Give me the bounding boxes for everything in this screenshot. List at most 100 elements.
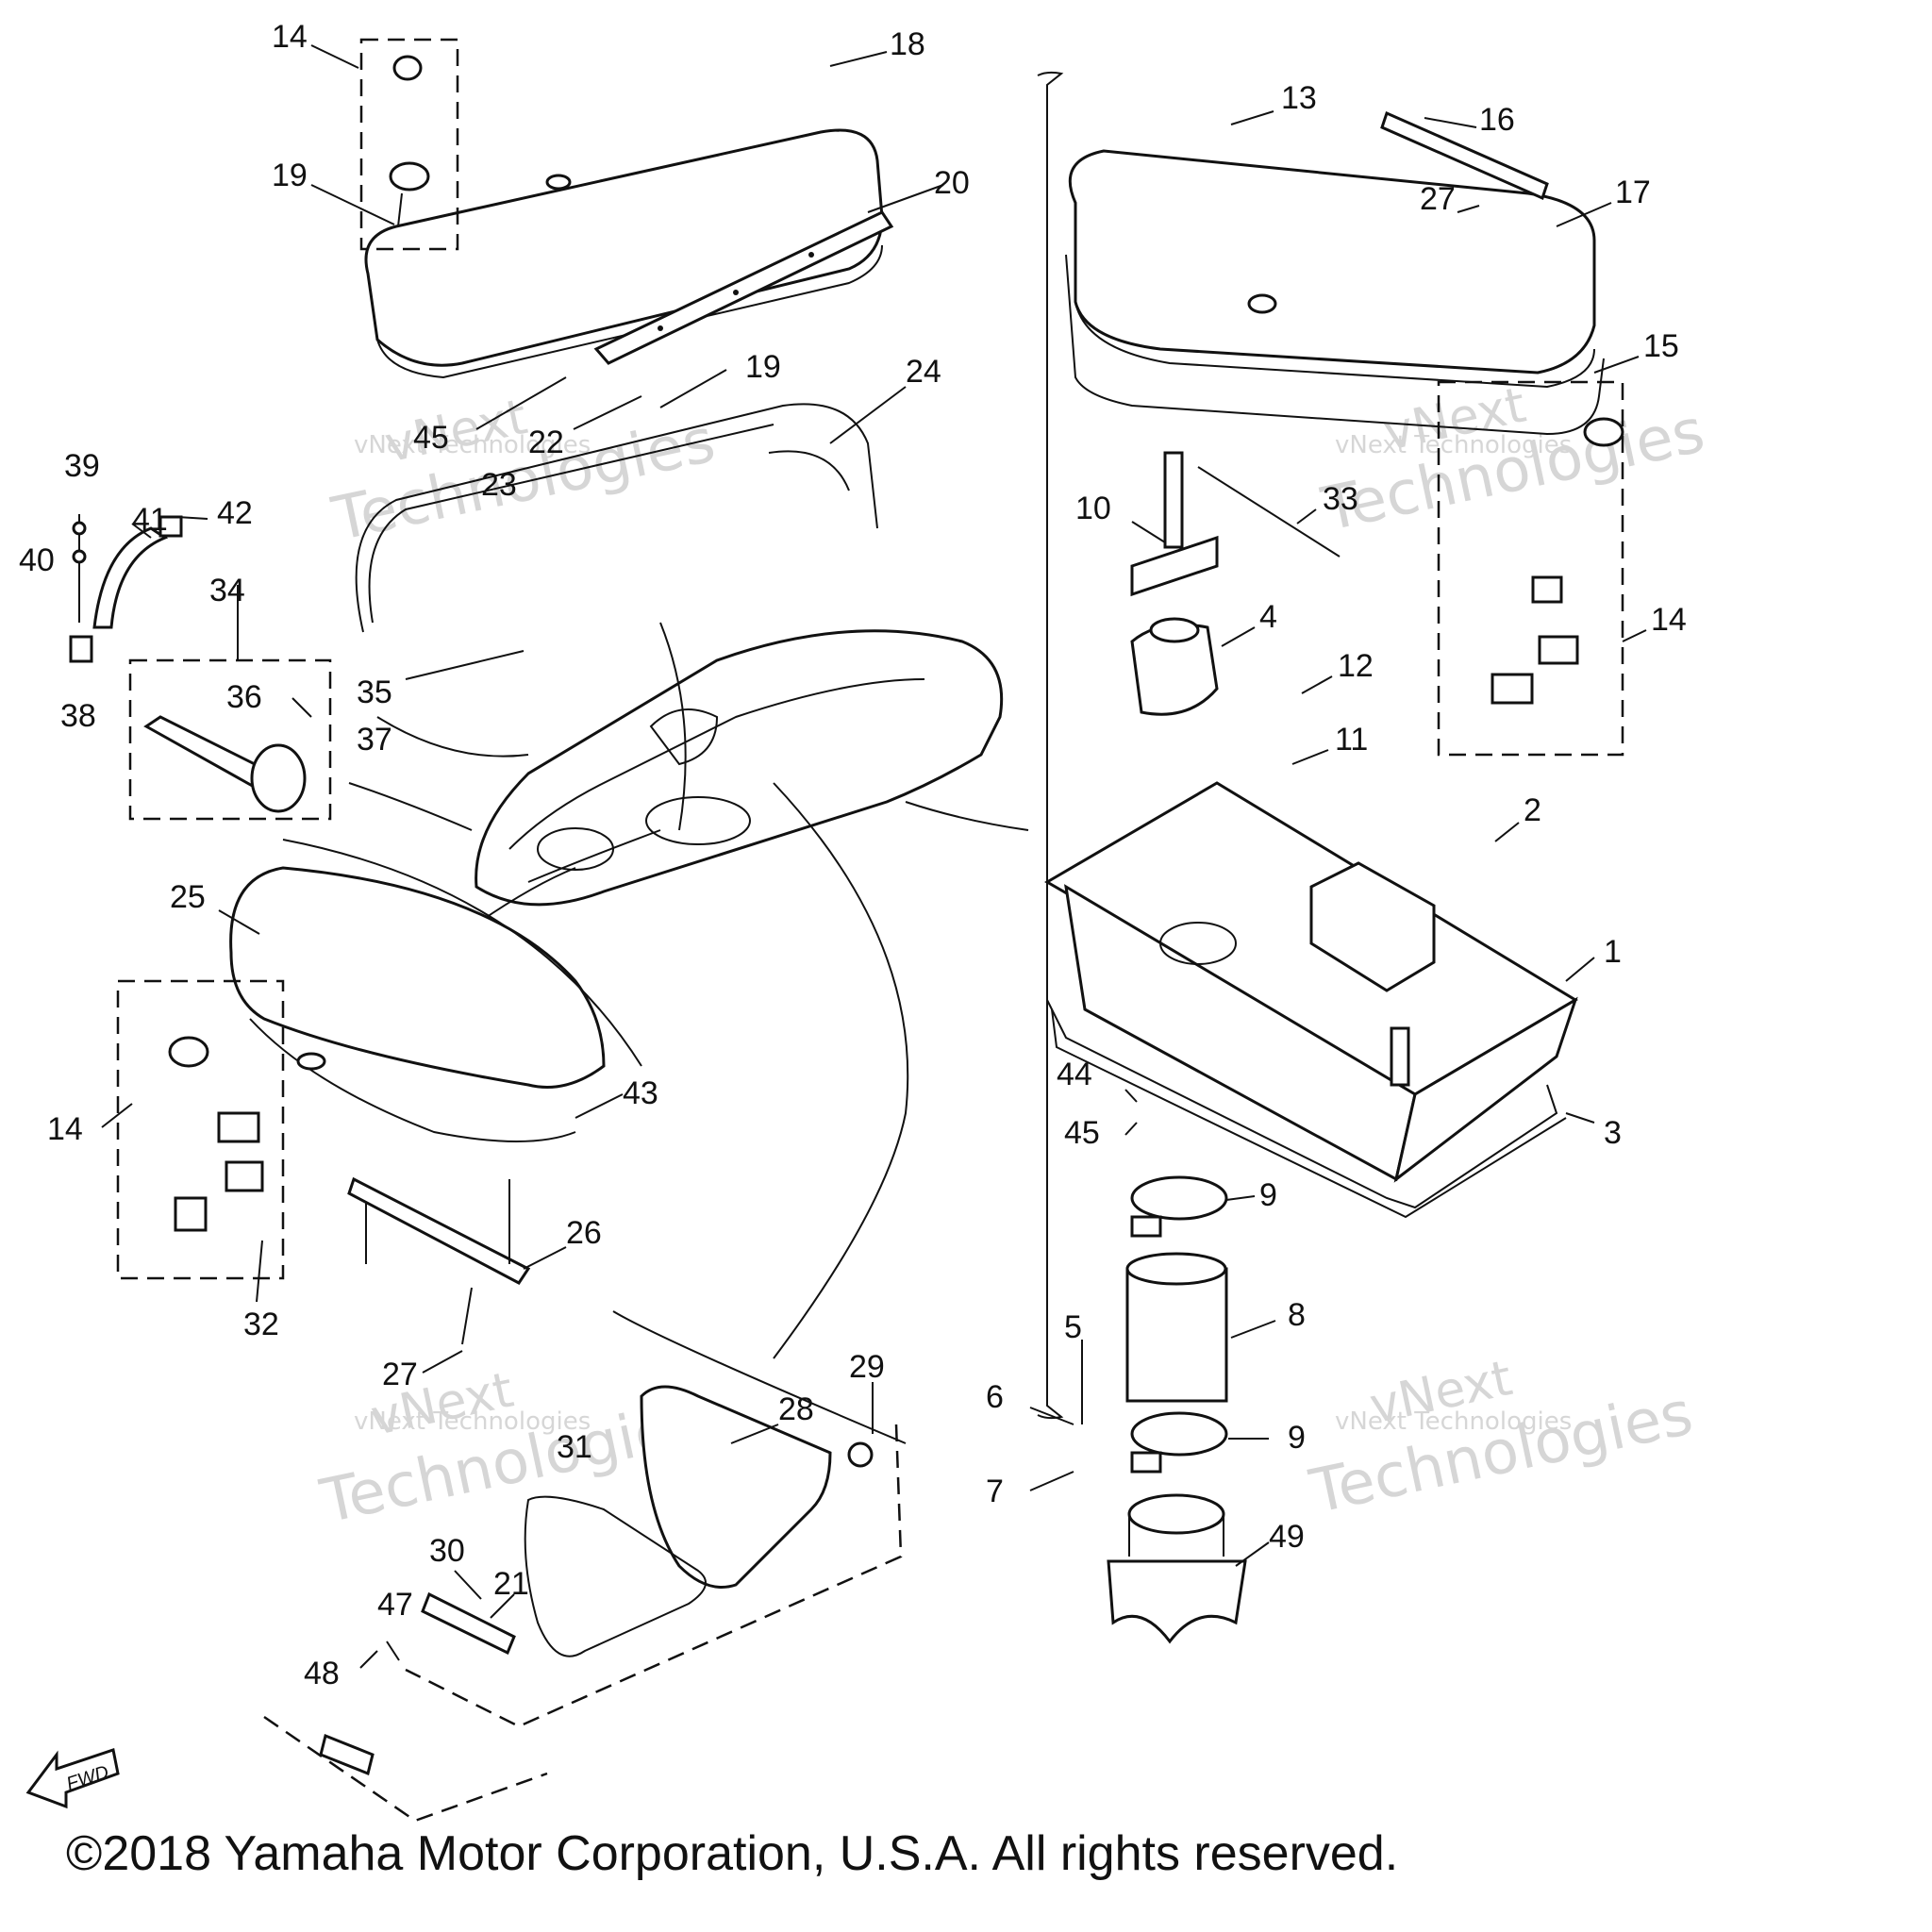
callout-1: 1: [1604, 934, 1622, 970]
hose-clamp: [1130, 1175, 1228, 1238]
callout-43: 43: [623, 1075, 658, 1111]
storage-box: [1044, 781, 1578, 1183]
rear-latch: [319, 1733, 375, 1776]
watermark-caption: vNext Technologies: [354, 431, 591, 459]
callout-14: 14: [1651, 602, 1687, 638]
rear-hatch-seal: [524, 1495, 707, 1657]
callout-28: 28: [778, 1391, 814, 1427]
callout-14: 14: [272, 19, 308, 55]
hinge: [347, 1176, 531, 1285]
callout-15: 15: [1643, 328, 1679, 364]
callout-38: 38: [60, 698, 96, 734]
latch-knob: [168, 1036, 209, 1068]
callout-39: 39: [64, 448, 100, 484]
callout-35: 35: [357, 675, 392, 710]
callout-labels: 14 18 19 20 19 24 45 22 23 39 41 42 40 3…: [19, 19, 1687, 1691]
callout-48: 48: [304, 1656, 340, 1691]
latch-group-box: [359, 38, 459, 251]
callout-36: 36: [226, 679, 262, 715]
callout-25: 25: [170, 879, 206, 915]
callout-33: 33: [1323, 481, 1358, 517]
callout-29: 29: [849, 1349, 885, 1385]
watercraft-hull: [475, 629, 1004, 907]
storage-box-lid: [1068, 149, 1596, 389]
callout-30: 30: [429, 1533, 465, 1569]
callout-45: 45: [1064, 1115, 1100, 1151]
callout-11: 11: [1335, 722, 1368, 758]
latch-body: [225, 1160, 264, 1192]
watermark-caption: vNext Technologies: [1335, 431, 1572, 459]
callout-leaders: [101, 44, 1647, 1669]
callout-44: 44: [1057, 1057, 1092, 1092]
callout-17: 17: [1615, 175, 1651, 210]
leader-curve: [659, 622, 687, 831]
rear-hatch-lid: [612, 1310, 907, 1589]
callout-21: 21: [493, 1566, 529, 1602]
callout-34: 34: [209, 573, 245, 608]
callout-23: 23: [481, 467, 517, 503]
hatch-seal: [355, 403, 878, 758]
callout-37: 37: [357, 722, 392, 758]
intake-duct: [1107, 1493, 1247, 1644]
callout-4: 4: [1259, 599, 1277, 635]
callout-7: 7: [986, 1474, 1004, 1509]
callout-8: 8: [1288, 1297, 1306, 1333]
hinge: [593, 210, 894, 365]
lid-hinge: [1380, 110, 1549, 201]
callout-13: 13: [1281, 80, 1317, 116]
callout-12: 12: [1338, 648, 1374, 684]
mounting-bracket: [1130, 451, 1219, 597]
callout-42: 42: [217, 495, 253, 531]
cup-holder-strap: [143, 715, 307, 813]
latch-plate: [1491, 673, 1534, 705]
latch-body: [1538, 635, 1579, 665]
storage-lid: [229, 839, 642, 1142]
group-bracket: [1037, 71, 1064, 1420]
leader-curve: [348, 782, 473, 831]
callout-6: 6: [986, 1379, 1004, 1415]
watermark-caption: vNext Technologies: [354, 1407, 591, 1436]
seal-strip: [405, 450, 850, 680]
box-gasket: [1051, 1008, 1567, 1219]
callout-19: 19: [272, 158, 308, 193]
callout-16: 16: [1479, 102, 1515, 138]
leader-curve: [905, 801, 1029, 831]
latch-group-box: [1437, 380, 1624, 757]
latch-group-outline: [405, 1424, 903, 1728]
callout-14: 14: [47, 1111, 83, 1147]
fwd-arrow-icon: FWD: [25, 1748, 120, 1809]
strap-group-box: [128, 658, 332, 821]
callout-18: 18: [890, 26, 925, 62]
callout-45: 45: [413, 420, 449, 456]
filter-cap: [1130, 617, 1219, 716]
rod: [1197, 466, 1341, 558]
callout-31: 31: [557, 1429, 592, 1465]
hose-clamp: [1130, 1411, 1228, 1474]
lid-seal: [1065, 254, 1605, 436]
callout-27: 27: [382, 1357, 418, 1392]
latch-knob: [1583, 417, 1624, 447]
leader-curve: [773, 782, 909, 1359]
rear-latch-plate: [421, 1591, 516, 1656]
callout-9: 9: [1288, 1420, 1306, 1456]
watermark-caption: vNext Technologies: [1335, 1407, 1572, 1436]
latch-catch: [1531, 575, 1563, 604]
grab-handle: [69, 514, 183, 663]
copyright-text: ©2018 Yamaha Motor Corporation, U.S.A. A…: [66, 1826, 1399, 1881]
latch-group-box: [116, 979, 285, 1280]
callout-10: 10: [1075, 491, 1111, 526]
callout-22: 22: [528, 425, 564, 460]
callout-20: 20: [934, 165, 970, 201]
callout-27: 27: [1420, 181, 1456, 217]
callout-24: 24: [906, 354, 941, 390]
callout-49: 49: [1269, 1519, 1305, 1555]
callout-5: 5: [1064, 1309, 1082, 1345]
latch-catch: [174, 1196, 208, 1232]
latch-knob: [392, 55, 423, 81]
box-seal: [1046, 999, 1558, 1209]
callout-26: 26: [566, 1215, 602, 1251]
latch-group-outline: [263, 1715, 548, 1823]
callout-19: 19: [745, 349, 781, 385]
callout-41: 41: [132, 502, 168, 538]
